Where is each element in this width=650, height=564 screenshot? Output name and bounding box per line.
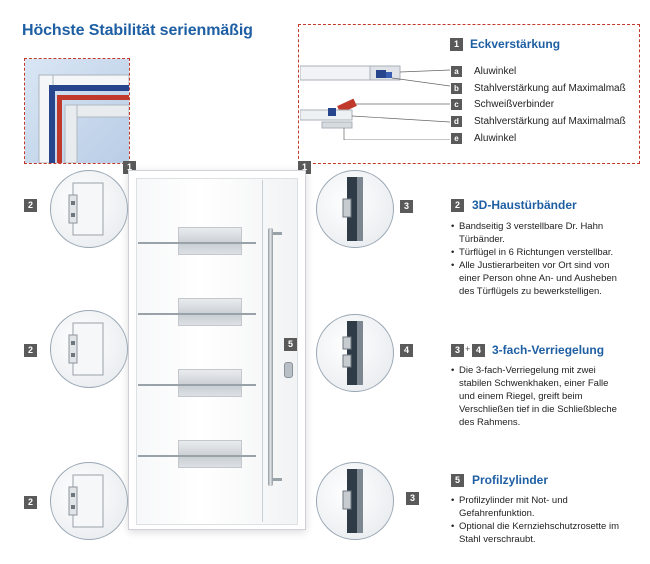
eck-item-e-label: Aluwinkel xyxy=(474,133,517,144)
hinge-badge: 2 xyxy=(24,344,37,357)
locking-number-badge-a: 3 xyxy=(451,344,464,357)
hinges-heading: 3D-Haustürbänder xyxy=(472,198,577,212)
eck-item-a-letter: a xyxy=(451,66,462,77)
hinge-icon xyxy=(68,182,104,236)
exploded-corner-illustration xyxy=(300,65,450,140)
decor-groove xyxy=(138,455,256,457)
handle-mount-bottom xyxy=(273,478,282,481)
lock-badge: 3 xyxy=(400,200,413,213)
lock-latch-icon xyxy=(342,321,363,385)
glass-panel xyxy=(178,369,242,397)
hinge-icon xyxy=(68,474,104,528)
eck-heading: Eckverstärkung xyxy=(470,37,561,51)
hinge-detail-circle xyxy=(50,310,128,388)
lock-hook-icon xyxy=(342,469,363,533)
cylinder-number-badge: 5 xyxy=(451,474,464,487)
cylinder-bullets: Profilzylinder mit Not- und Gefahrenfunk… xyxy=(451,494,626,546)
cylinder-badge: 5 xyxy=(284,338,297,351)
eck-item-a-label: Aluwinkel xyxy=(474,66,517,77)
hinge-detail-circle xyxy=(50,170,128,248)
eck-item-e-letter: e xyxy=(451,133,462,144)
lock-badge: 3 xyxy=(406,492,419,505)
eck-item-b-label: Stahlverstärkung auf Maximalmaß xyxy=(474,83,626,94)
handle-mount-top xyxy=(273,232,282,235)
glass-panel xyxy=(178,227,242,255)
hinges-number-badge: 2 xyxy=(451,199,464,212)
door-handle-bar xyxy=(268,228,273,486)
decor-groove xyxy=(138,313,256,315)
hinges-bullets: Bandseitig 3 verstellbare Dr. Hahn Türbä… xyxy=(451,220,631,298)
locking-bullets: Die 3-fach-Verriegelung mit zwei stabile… xyxy=(451,364,626,429)
locking-number-badge-b: 4 xyxy=(472,344,485,357)
eck-item-d-letter: d xyxy=(451,116,462,127)
eck-item-c-label: Schweißverbinder xyxy=(474,99,555,110)
glass-panel xyxy=(178,298,242,326)
decor-groove xyxy=(138,242,256,244)
cylinder-heading: Profilzylinder xyxy=(472,473,549,487)
locking-plus: + xyxy=(465,344,471,354)
lock-hook-icon xyxy=(342,177,363,241)
eckverstaerkung-box xyxy=(298,24,640,164)
page-title: Höchste Stabilität serienmäßig xyxy=(22,22,253,39)
door-edge xyxy=(262,180,263,522)
cylinder-bullet: Optional die Kernziehschutzrosette im St… xyxy=(451,520,626,546)
cylinder-escutcheon xyxy=(284,362,293,378)
locking-bullet: Die 3-fach-Verriegelung mit zwei stabile… xyxy=(451,364,626,429)
locking-heading: 3-fach-Verriegelung xyxy=(492,343,605,357)
corner-reinforcement-illustration xyxy=(38,74,129,163)
corner-detail-image xyxy=(25,59,129,163)
glass-panel xyxy=(178,440,242,468)
hinges-bullet: Alle Justierarbeiten vor Ort sind von ei… xyxy=(451,259,631,298)
hinge-badge: 2 xyxy=(24,496,37,509)
hinge-detail-circle xyxy=(50,462,128,540)
hinges-bullet: Bandseitig 3 verstellbare Dr. Hahn Türbä… xyxy=(451,220,631,246)
hinges-bullet: Türflügel in 6 Richtungen verstellbar. xyxy=(451,246,631,259)
hinge-icon xyxy=(68,322,104,376)
hinge-badge: 2 xyxy=(24,199,37,212)
eck-item-c-letter: c xyxy=(451,99,462,110)
eck-item-b-letter: b xyxy=(451,83,462,94)
lock-detail-circle xyxy=(316,170,394,248)
corner-detail-box xyxy=(24,58,130,164)
decor-groove xyxy=(138,384,256,386)
cylinder-bullet: Profilzylinder mit Not- und Gefahrenfunk… xyxy=(451,494,626,520)
eck-number-badge: 1 xyxy=(450,38,463,51)
lock-detail-circle xyxy=(316,462,394,540)
lock-detail-circle xyxy=(316,314,394,392)
lock-badge: 4 xyxy=(400,344,413,357)
eck-item-d-label: Stahlverstärkung auf Maximalmaß xyxy=(474,116,626,127)
